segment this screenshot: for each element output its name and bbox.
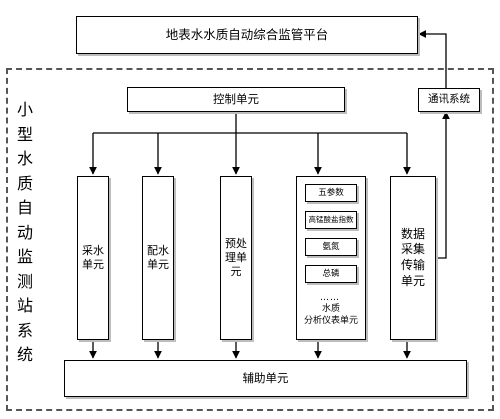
comm-system-label: 通讯系统 [428, 93, 470, 106]
system-title: 小 型 水 质 自 动 监 测 站 系 统 [16, 100, 33, 364]
data-to-comm-line [436, 111, 450, 259]
monitoring-station-frame [6, 68, 494, 411]
analyzer-item-ammonia-nitrogen: 氨氮 [305, 238, 357, 256]
control-unit-label: 控制单元 [213, 92, 259, 107]
analyzer-unit-label: 水质 分析仪表单元 [303, 304, 358, 326]
data-acquisition-unit-box: 数据 采集 传输 单元 [390, 176, 436, 340]
distribution-unit-box: 配水 单元 [142, 176, 174, 340]
analyzer-ellipsis: …… [320, 293, 340, 303]
sampling-unit-box: 采水 单元 [77, 176, 109, 340]
comm-to-platform-line [418, 30, 447, 88]
analyzer-item-total-phosphorus: 总磷 [305, 265, 357, 283]
control-unit-box: 控制单元 [127, 87, 345, 112]
monitoring-platform-label: 地表水水质自动综合监管平台 [165, 27, 329, 43]
analyzer-item-permanganate-index: 高锰酸盐指数 [305, 211, 357, 229]
pretreatment-unit-box: 预处 理单 元 [220, 176, 252, 340]
comm-system-box: 通讯系统 [418, 88, 480, 112]
analyzer-item-five-parameters: 五参数 [305, 184, 357, 202]
auxiliary-unit-label: 辅助单元 [242, 371, 289, 386]
auxiliary-unit-box: 辅助单元 [64, 360, 467, 397]
monitoring-platform-box: 地表水水质自动综合监管平台 [76, 16, 418, 54]
analyzer-unit-box [296, 176, 366, 340]
